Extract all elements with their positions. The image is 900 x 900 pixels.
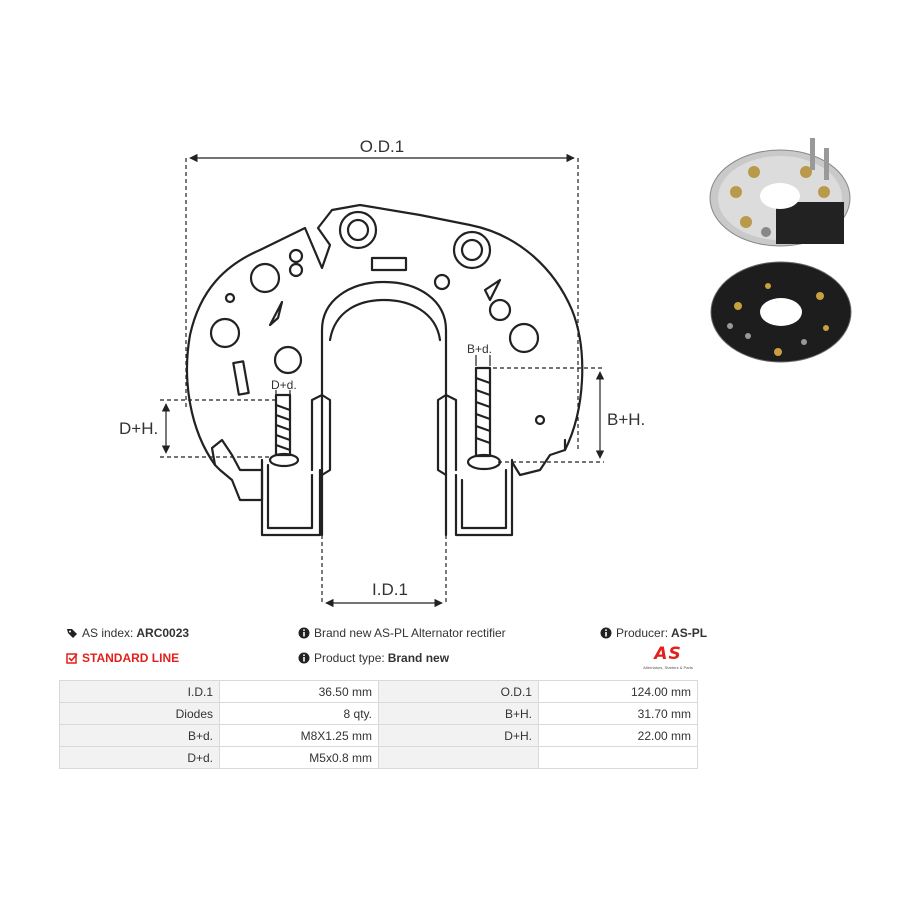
standard-line-row: STANDARD LINE [66,651,179,665]
spec-label: D+H. [377,724,539,747]
checkbox-icon [66,653,78,664]
as-index-label: AS index: [82,626,134,640]
producer-row: Producer: AS-PL [600,626,707,640]
info-icon [298,627,310,639]
spec-value: 8 qty. [219,702,379,725]
product-type-value: Brand new [387,651,450,665]
tag-icon [67,629,77,638]
product-type-label: Product type: [314,651,385,665]
od1-dimension-label: O.D.1 [360,137,404,156]
standard-line-label: STANDARD LINE [82,651,180,665]
spec-value [537,746,699,769]
product-type-row: Product type: Brand new [298,651,449,665]
as-index-row: AS index: ARC0023 [66,626,189,640]
spec-label: O.D.1 [377,680,539,703]
table-row: D+d. M5x0.8 mm [59,746,699,769]
spec-value: M8X1.25 mm [219,724,379,747]
dh-dimension-label: D+H. [119,419,158,438]
spec-label: I.D.1 [59,680,220,703]
product-photo-top [709,138,851,247]
as-logo: AS Alternators, Starters & Parts [636,644,700,670]
producer-label: Producer: [616,626,669,640]
spec-value: 31.70 mm [537,702,699,725]
spec-table: I.D.1 36.50 mm O.D.1 124.00 mm Diodes 8 … [59,680,699,769]
spec-value: M5x0.8 mm [219,746,379,769]
spec-label: B+d. [59,724,220,747]
bh-dimension-label: B+H. [607,410,645,429]
table-row: I.D.1 36.50 mm O.D.1 124.00 mm [59,680,699,703]
as-logo-mark: AS [654,644,682,664]
dd-dimension-label: D+d. [271,378,297,392]
spec-label [377,746,539,769]
description-row: Brand new AS-PL Alternator rectifier [298,626,506,640]
table-row: Diodes 8 qty. B+H. 31.70 mm [59,702,699,725]
id1-dimension-label: I.D.1 [372,580,408,599]
spec-value: 36.50 mm [219,680,379,703]
spec-label: B+H. [377,702,539,725]
spec-value: 22.00 mm [537,724,699,747]
bd-dimension-label: B+d. [467,342,492,356]
info-icon [600,627,612,639]
product-photo-bottom [710,261,852,363]
as-logo-tagline: Alternators, Starters & Parts [643,665,693,670]
description-text: Brand new AS-PL Alternator rectifier [314,626,506,640]
spec-label: D+d. [59,746,220,769]
table-row: B+d. M8X1.25 mm D+H. 22.00 mm [59,724,699,747]
info-icon [298,652,310,664]
spec-value: 124.00 mm [537,680,699,703]
as-index-value: ARC0023 [136,626,190,640]
producer-value: AS-PL [671,626,708,640]
spec-label: Diodes [59,702,220,725]
